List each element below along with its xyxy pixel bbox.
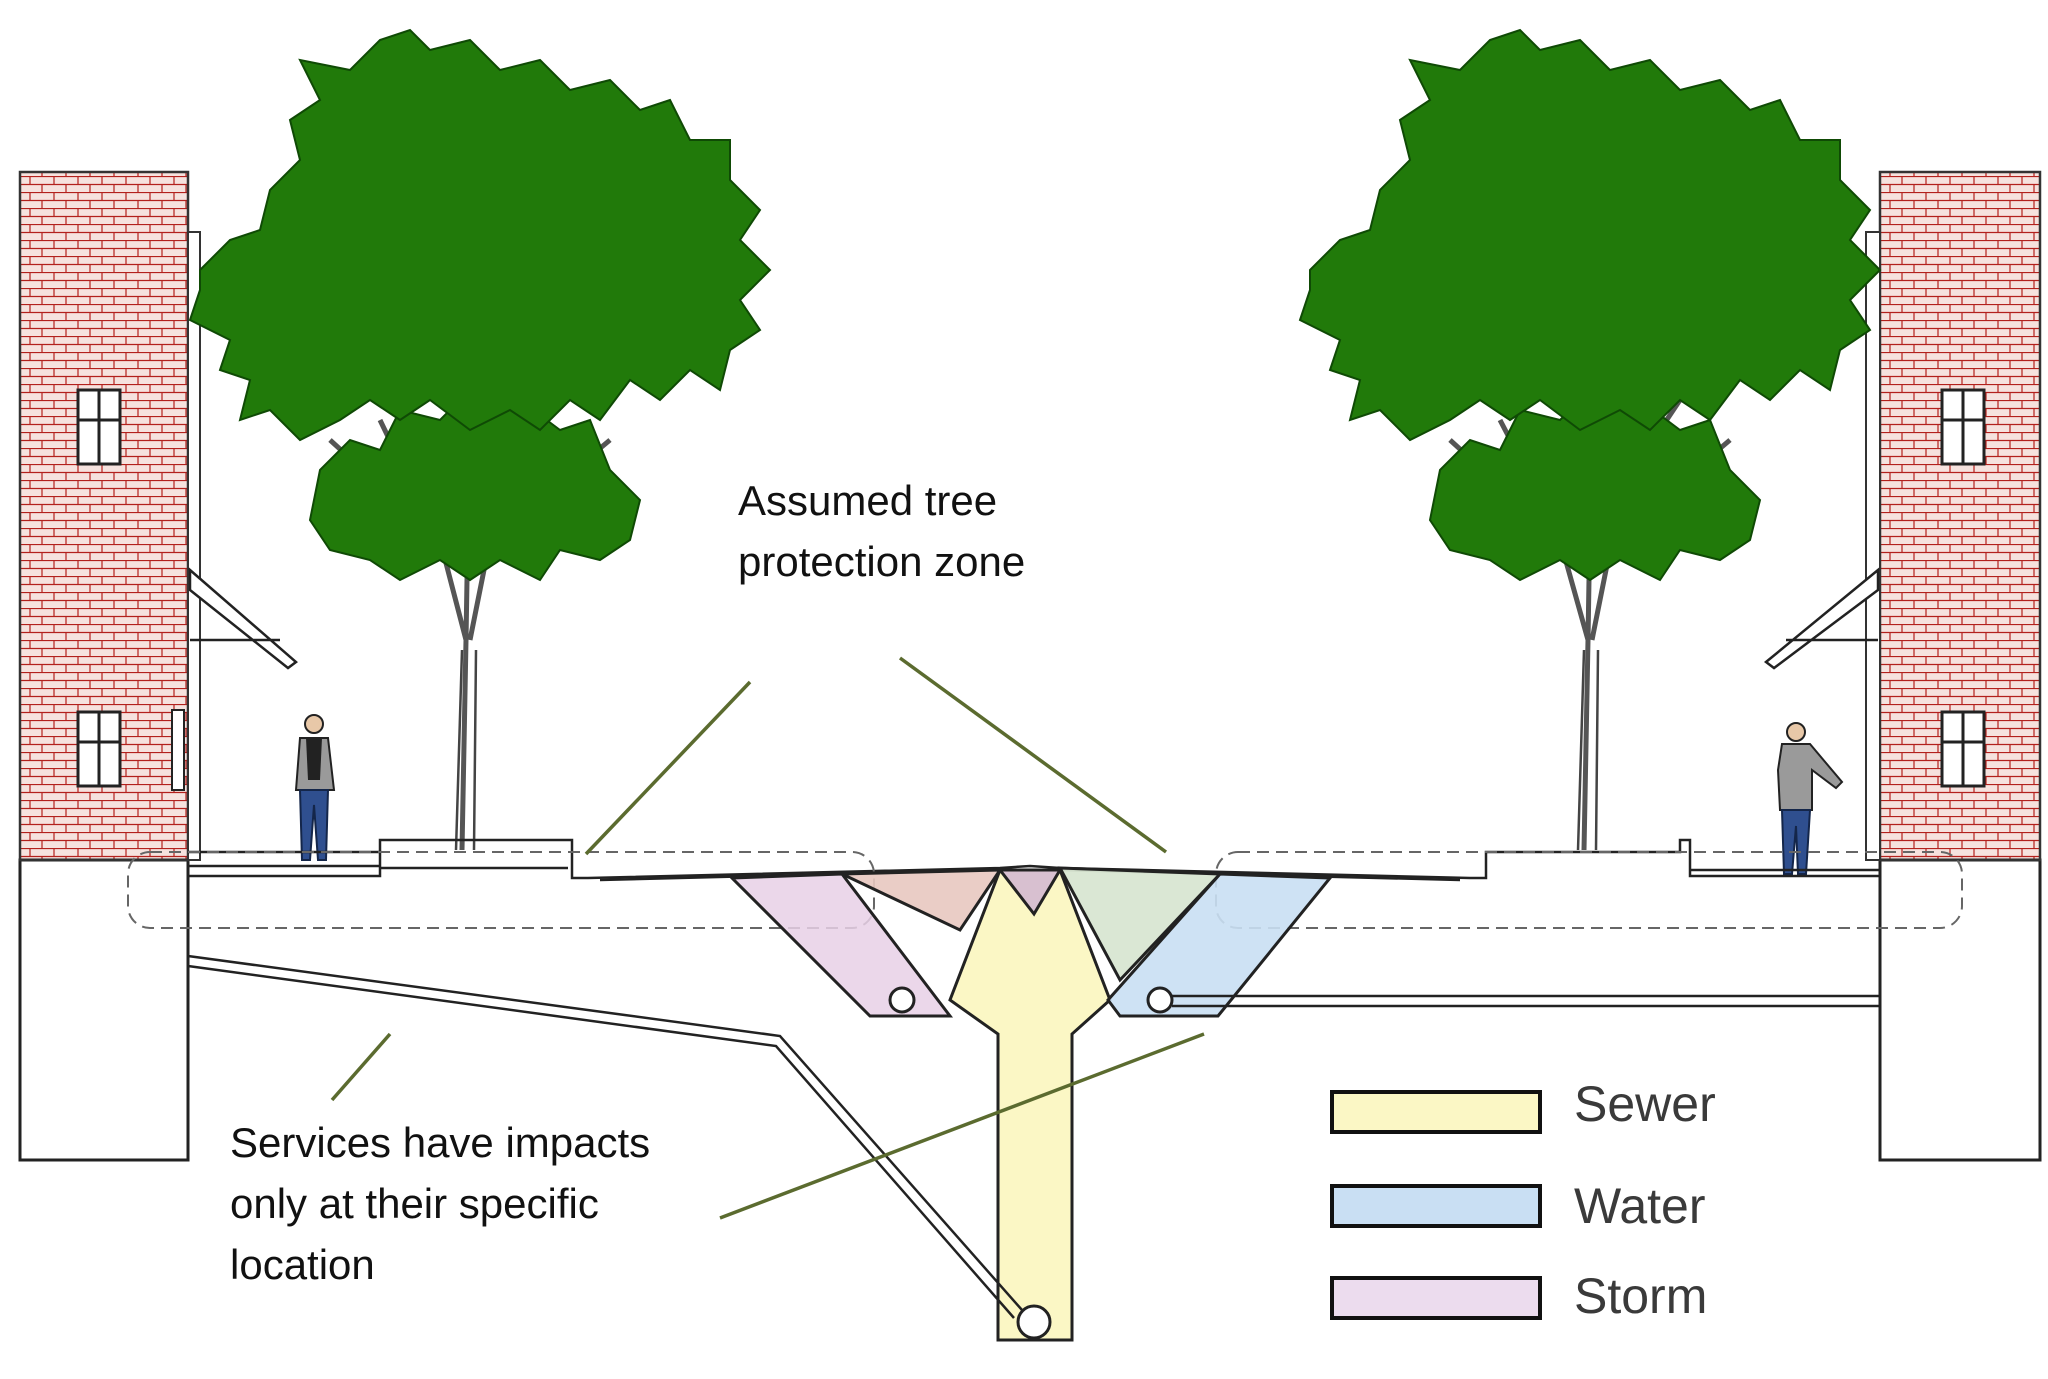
left-tree-upper-canopy: [188, 28, 772, 442]
pedestrian-left: [294, 714, 336, 861]
legend-label-water: Water: [1574, 1178, 1706, 1234]
service-trenches: [728, 866, 1334, 1342]
legend-swatch-sewer: [1330, 1090, 1542, 1134]
right-tree-lower-canopy: [1428, 388, 1762, 582]
left-tree-lower-canopy: [308, 388, 642, 582]
pedestrian-right: [1776, 722, 1844, 875]
services-annotation: Services have impacts only at their spec…: [230, 1112, 650, 1295]
water-trench: [1106, 872, 1334, 1018]
right-window-upper: [1940, 388, 1986, 466]
right-tree-upper-canopy: [1298, 28, 1882, 442]
storm-zone-upper: [841, 868, 1003, 932]
services-leader-lower: [719, 1032, 1205, 1220]
right-window-lower: [1940, 710, 1986, 788]
services-annotation-line1: Services have impacts: [230, 1119, 651, 1166]
right-door-canopy: [1763, 567, 1880, 670]
services-annotation-line3: location: [230, 1241, 375, 1288]
left-building: [18, 170, 298, 1162]
services-leader-upper: [330, 1032, 392, 1102]
sewer-service-line: [187, 954, 1023, 1319]
water-pipe: [1146, 986, 1174, 1014]
sewer-top-overlap: [996, 868, 1063, 917]
left-window-lower: [76, 710, 122, 788]
sewer-pipe: [1016, 1304, 1052, 1340]
legend-label-storm: Storm: [1574, 1268, 1708, 1324]
right-building: [1763, 170, 2042, 1162]
services-annotation-line2: only at their specific: [230, 1180, 599, 1227]
tpz-annotation-line2: protection zone: [738, 538, 1026, 585]
legend-swatch-storm: [1330, 1276, 1542, 1320]
legend-swatch-water: [1330, 1184, 1542, 1228]
legend-label-sewer: Sewer: [1574, 1076, 1716, 1132]
right-tree-protection-zone: [1215, 851, 1963, 929]
left-window-upper: [76, 388, 122, 466]
left-tree: [188, 28, 772, 851]
storm-pipe: [888, 986, 916, 1014]
water-service-line: [1172, 994, 1880, 1008]
storm-trench: [728, 872, 954, 1018]
left-door-canopy: [188, 567, 298, 670]
service-connection-lines: [187, 954, 1880, 1319]
sewer-trench: [948, 868, 1112, 1342]
water-zone-upper: [1057, 866, 1224, 983]
tpz-leader-left: [584, 680, 752, 856]
tpz-annotation-line1: Assumed tree: [738, 477, 998, 524]
tpz-leader-right: [898, 656, 1168, 854]
tpz-annotation: Assumed tree protection zone: [738, 470, 1025, 592]
annotation-leader-lines: [330, 656, 1205, 1220]
right-tree: [1298, 28, 1882, 851]
